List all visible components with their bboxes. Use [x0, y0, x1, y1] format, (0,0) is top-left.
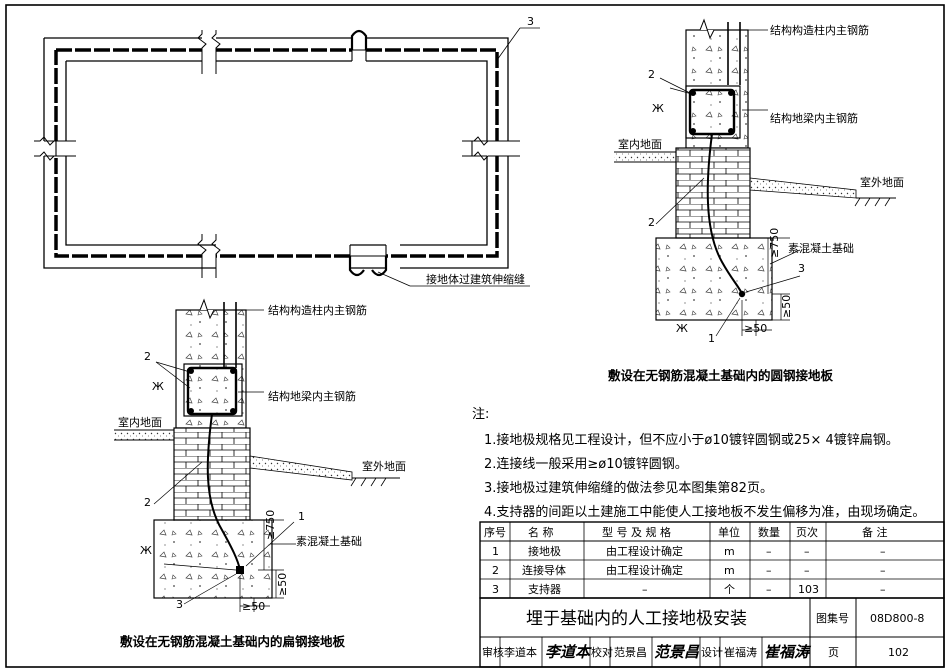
round-num-3: 3	[798, 262, 805, 275]
table-cell: –	[766, 583, 772, 596]
support-symbol: Ж	[152, 380, 164, 393]
checker-signature: 范景昌	[654, 643, 700, 661]
flat-beam-rebar: 结构地梁内主钢筋	[268, 389, 356, 403]
round-num-1: 1	[708, 332, 715, 345]
break-symbol	[211, 234, 221, 278]
table-cell: 个	[724, 583, 735, 596]
table-cell: 103	[798, 583, 819, 596]
table-cell: 由工程设计确定	[606, 563, 683, 577]
table-cell: 连接导体	[522, 563, 566, 577]
page-number: 102	[888, 646, 909, 659]
table-header: 数量	[758, 526, 780, 539]
table-cell: –	[766, 564, 772, 577]
break-symbol	[211, 30, 221, 74]
section-round-steel: ≥750 ≥50 ≥50 结构构造柱内主钢筋 结构地梁内主钢筋 室内地面 室外地…	[608, 18, 904, 383]
flat-indoor-floor: 室内地面	[118, 415, 162, 429]
reviewer-signature: 李道本	[545, 643, 592, 661]
break-symbol	[462, 151, 518, 161]
note-item: 2.连接线一般采用≥ø10镀锌圆钢。	[484, 456, 688, 472]
break-symbol	[197, 30, 207, 74]
table-cell: –	[804, 564, 810, 577]
table-cell: –	[880, 545, 886, 558]
check-label: 校对	[591, 645, 613, 659]
table-header: 单位	[718, 525, 740, 539]
designer-signature: 崔福涛	[764, 643, 812, 661]
table-cell: 支持器	[528, 582, 561, 596]
material-table: 序号 名 称 型 号 及 规 格 单位 数量 页次 备 注 1 接地极 由工程设…	[479, 521, 945, 599]
page-label: 页	[828, 646, 839, 659]
round-foundation: 素混凝土基础	[788, 241, 854, 255]
flat-num-1: 1	[298, 510, 305, 523]
plan-inner-wall	[65, 60, 488, 246]
table-cell: –	[804, 545, 810, 558]
atlas-no-label: 图集号	[816, 611, 849, 625]
round-title: 敷设在无钢筋混凝土基础内的圆钢接地板	[608, 368, 834, 383]
table-cell: 1	[492, 545, 499, 558]
section-flat-steel: ≥750 ≥50 ≥50 结构构造柱内主钢筋 结构地梁内主钢筋 室内地面 室外地…	[114, 298, 406, 649]
break-symbol	[197, 234, 207, 278]
flat-foundation: 素混凝土基础	[296, 534, 362, 548]
table-header: 型 号 及 规 格	[602, 525, 671, 539]
table-cell: 2	[492, 564, 499, 577]
table-cell: 3	[492, 583, 499, 596]
break-symbol	[462, 136, 518, 146]
atlas-number: 08D800-8	[870, 612, 924, 625]
round-dim-50v: ≥50	[780, 295, 793, 318]
table-cell: 接地极	[528, 544, 561, 558]
note-item: 1.接地极规格见工程设计，但不应小于ø10镀锌圆钢或25× 4镀锌扁钢。	[484, 432, 899, 448]
note-item: 4.支持器的间距以土建施工中能使人工接地板不发生偏移为准，由现场确定。	[484, 504, 925, 520]
table-header: 页次	[796, 525, 818, 539]
support-symbol: Ж	[676, 322, 688, 335]
table-header: 备 注	[862, 525, 888, 539]
drawing-title: 埋于基础内的人工接地极安装	[526, 609, 747, 629]
table-cell: –	[766, 545, 772, 558]
round-beam-rebar: 结构地梁内主钢筋	[770, 111, 858, 125]
round-num-2a: 2	[648, 68, 655, 81]
table-header: 名 称	[528, 525, 554, 539]
round-outdoor-floor: 室外地面	[860, 175, 904, 189]
reviewer-name: 李道本	[504, 645, 537, 659]
flat-num-2a: 2	[144, 350, 151, 363]
sheet-border	[5, 4, 945, 668]
table-cell: –	[880, 583, 886, 596]
flat-title: 敷设在无钢筋混凝土基础内的扁钢接地板	[120, 634, 346, 649]
round-num-2b: 2	[648, 216, 655, 229]
flat-dim-50v: ≥50	[276, 573, 289, 596]
flat-column-rebar: 结构构造柱内主钢筋	[268, 303, 367, 317]
note-item: 3.接地极过建筑伸缩缝的做法参见本图集第82页。	[484, 480, 773, 496]
notes: 注: 1.接地极规格见工程设计，但不应小于ø10镀锌圆钢或25× 4镀锌扁钢。 …	[472, 407, 925, 520]
round-indoor-floor: 室内地面	[618, 137, 662, 151]
table-header: 序号	[484, 525, 506, 539]
table-cell: m	[724, 564, 735, 577]
round-column-rebar: 结构构造柱内主钢筋	[770, 23, 869, 37]
break-symbol	[34, 151, 76, 161]
round-dim-750: ≥750	[768, 228, 781, 258]
table-cell: –	[642, 583, 648, 596]
flat-dim-750: ≥750	[264, 510, 277, 540]
flat-num-3: 3	[176, 598, 183, 611]
round-dim-50h: ≥50	[744, 322, 767, 335]
table-cell: 由工程设计确定	[606, 544, 683, 558]
plan-view: 3 接地体过建筑伸缩缝	[34, 15, 540, 287]
notes-heading: 注:	[472, 407, 489, 422]
flat-outdoor-floor: 室外地面	[362, 459, 406, 473]
checker-name: 范景昌	[614, 645, 647, 659]
plan-label-3: 3	[527, 15, 534, 28]
flat-num-2b: 2	[144, 496, 151, 509]
table-cell: m	[724, 545, 735, 558]
plan-joint-label: 接地体过建筑伸缩缝	[426, 272, 525, 286]
title-block: 埋于基础内的人工接地极安装 图集号 08D800-8 审核 李道本 李道本 校对…	[479, 597, 945, 668]
support-symbol: Ж	[652, 102, 664, 115]
plan-outer-wall	[43, 37, 509, 269]
design-label: 设计	[701, 646, 723, 659]
flat-dim-50h: ≥50	[242, 600, 265, 613]
review-label: 审核	[482, 645, 504, 659]
support-symbol: Ж	[140, 544, 152, 557]
designer-name: 崔福涛	[724, 645, 757, 659]
plan-ground-conductor	[54, 48, 499, 258]
table-cell: –	[880, 564, 886, 577]
